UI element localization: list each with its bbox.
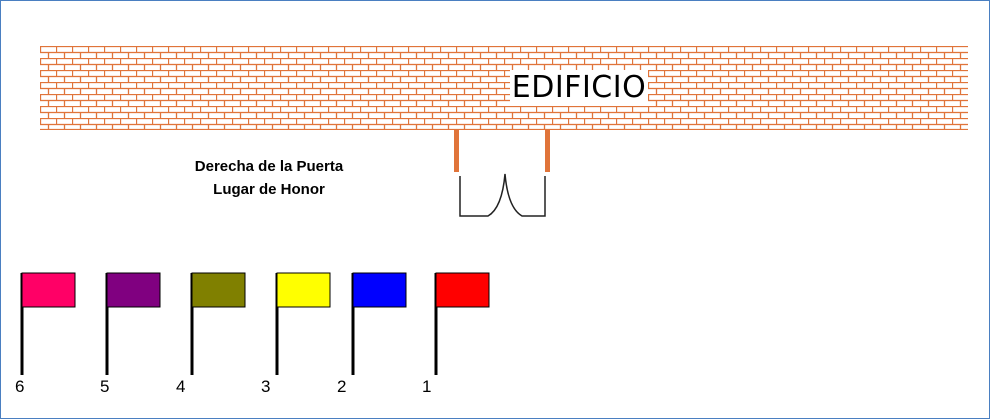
door (454, 130, 550, 217)
flag-number-2: 2 (337, 377, 347, 396)
flag-number-4: 4 (176, 377, 186, 396)
caption-line-2: Lugar de Honor (213, 181, 325, 198)
flag-row: 6 5 4 3 2 1 (0, 260, 990, 419)
door-post-right (545, 130, 550, 172)
flag-number-1: 1 (422, 377, 432, 396)
brick-pattern (40, 46, 968, 130)
flag-number-3: 3 (261, 377, 271, 396)
caption-line-1: Derecha de la Puerta (194, 158, 344, 175)
building-wall (40, 46, 968, 130)
flag-2 (352, 272, 407, 308)
flags-drawing (20, 272, 490, 375)
door-post-left (454, 130, 459, 172)
flag-number-6: 6 (15, 377, 25, 396)
flag-number-5: 5 (100, 377, 110, 396)
flag-3 (276, 272, 331, 308)
flag-5 (106, 272, 161, 308)
flag-4 (191, 272, 246, 308)
door-caption: Derecha de la Puerta Lugar de Honor (174, 155, 364, 201)
flag-1 (435, 272, 490, 308)
flag-6 (21, 272, 76, 308)
door-swing-arcs (459, 173, 546, 217)
